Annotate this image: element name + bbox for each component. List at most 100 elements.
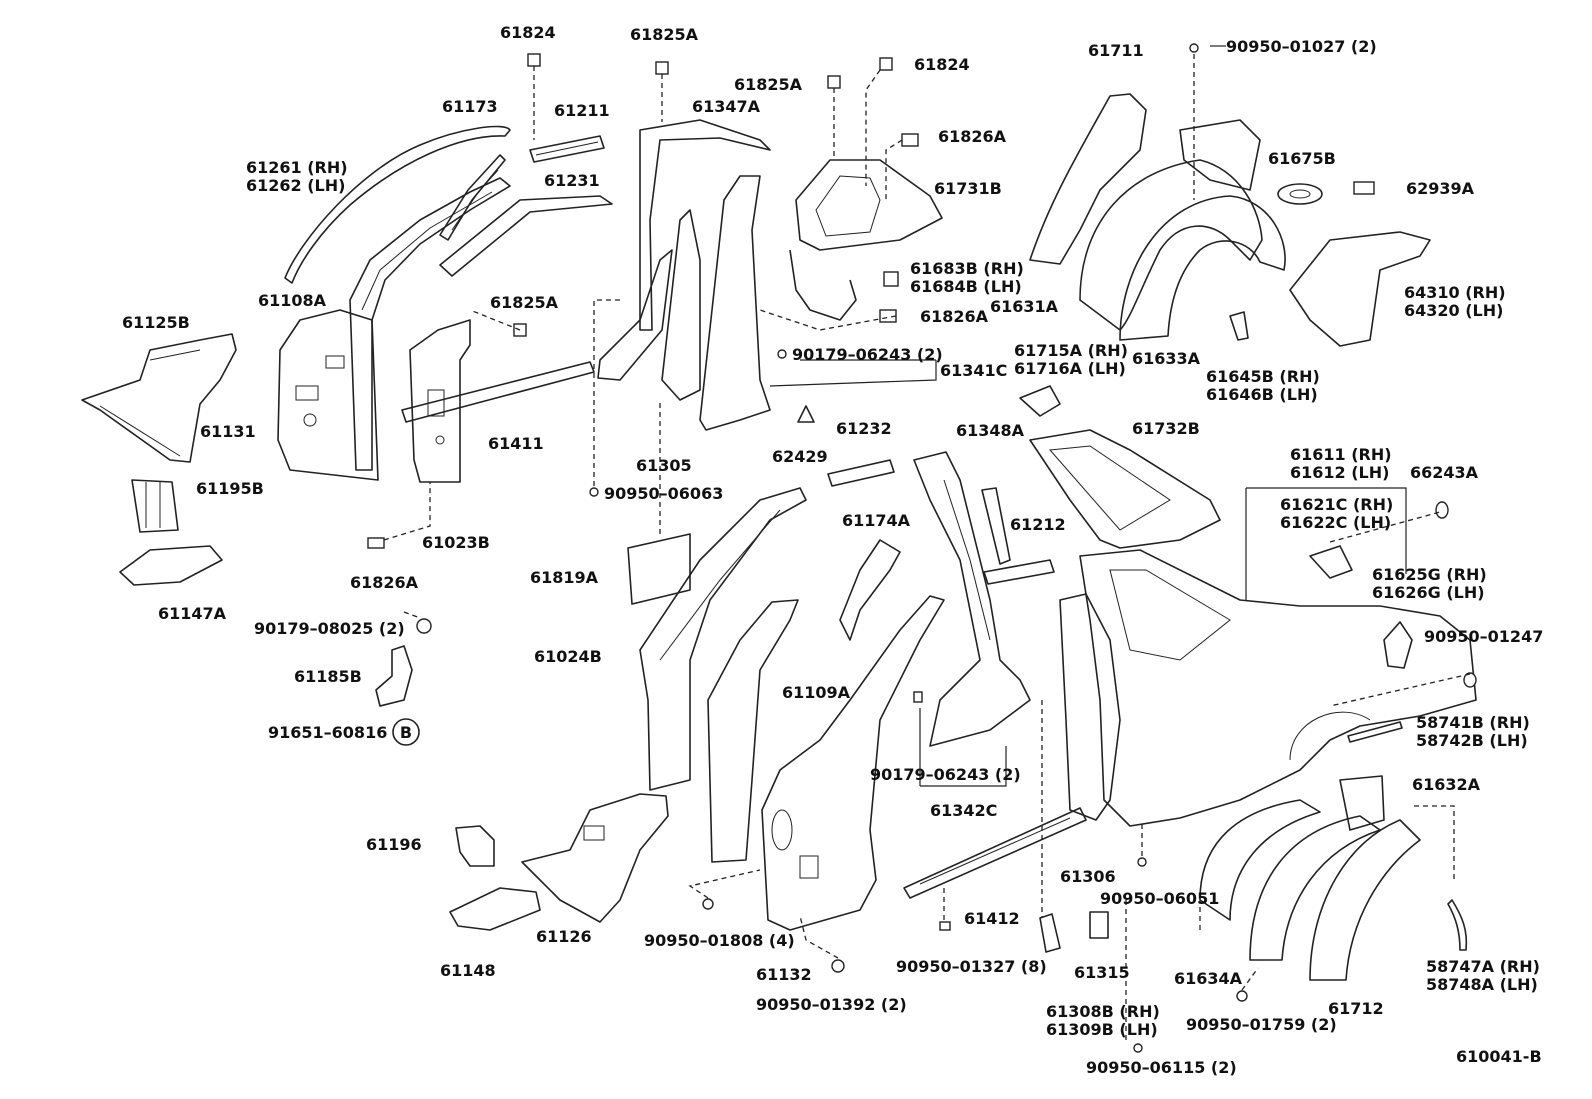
label-61622c-lh: 61622C (LH)	[1280, 513, 1391, 532]
label-61716a-lh: 61716A (LH)	[1014, 359, 1126, 378]
label-61309b-lh: 61309B (LH)	[1046, 1020, 1158, 1039]
label-61633a: 61633A	[1132, 349, 1201, 368]
diagram-id: 610041-B	[1456, 1047, 1542, 1066]
plug-61825a-middle-part	[827, 75, 841, 89]
label-90950-01808: 90950–01808 (4)	[644, 931, 795, 950]
label-61147a: 61147A	[158, 604, 227, 623]
label-61631a: 61631A	[990, 297, 1059, 316]
label-64310-rh: 64310 (RH)	[1404, 283, 1506, 302]
label-90950-06063: 90950–06063	[604, 484, 723, 503]
fastener-90179-06243-upper-part	[777, 349, 787, 359]
front-pillar-outer-part	[349, 177, 511, 471]
label-61411: 61411	[488, 434, 544, 453]
fastener-90950-01027-part	[1189, 43, 1199, 53]
label-58742b-lh: 58742B (LH)	[1416, 731, 1528, 750]
rear-wheel-house-outer-upper-part	[1029, 93, 1147, 265]
fastener-90950-06051-part	[1137, 857, 1147, 867]
label-61826a-middle: 61826A	[920, 307, 989, 326]
rear-wheel-house-liner-61634a-part	[1199, 799, 1321, 921]
label-61612-lh: 61612 (LH)	[1290, 463, 1389, 482]
label-61308b-rh: 61308B (RH)	[1046, 1002, 1160, 1021]
plug-61825a-upper-part	[655, 61, 669, 75]
label-61125b: 61125B	[122, 313, 190, 332]
clip-61683b-part	[883, 271, 899, 287]
wheel-arch-moulding-58747a-part	[1447, 899, 1468, 951]
label-61211: 61211	[554, 101, 610, 120]
label-90950-06051: 90950–06051	[1100, 889, 1219, 908]
rear-wheel-house-inner-part	[1119, 195, 1286, 341]
rocker-panel-outer-part	[401, 361, 595, 423]
label-62429: 62429	[772, 447, 828, 466]
cowl-side-bracket-part	[131, 479, 179, 533]
label-61711: 61711	[1088, 41, 1144, 60]
package-tray-trim-bracket-part	[1289, 231, 1431, 347]
label-64320-lh: 64320 (LH)	[1404, 301, 1503, 320]
quarter-extension-61625g-part	[1383, 621, 1413, 669]
front-pillar-inner-upper-part	[707, 599, 799, 863]
quarter-window-frame-part	[789, 159, 943, 321]
quarter-wheel-house-front-bracket-part	[1019, 385, 1061, 417]
label-61825a-top: 61825A	[630, 25, 699, 44]
label-61626g-lh: 61626G (LH)	[1372, 583, 1485, 602]
cowl-side-plate-lower-part	[449, 887, 541, 931]
label-61348a: 61348A	[956, 421, 1025, 440]
rear-side-member-plate-part	[1089, 911, 1109, 939]
center-pillar-reinforcement-part	[839, 539, 901, 641]
rear-wheel-house-outer-part	[1079, 159, 1263, 331]
label-61715a-rh: 61715A (RH)	[1014, 341, 1128, 360]
label-61675b: 61675B	[1268, 149, 1336, 168]
quarter-extension-61621c-part	[1309, 545, 1353, 579]
quarter-window-outer-frame-part	[1029, 429, 1221, 549]
front-apron-to-cowl-brace-lower-part	[521, 793, 669, 923]
leader-lines	[383, 45, 1471, 1040]
quarter-pillar-reinforcement-part	[981, 487, 1055, 585]
label-58741b-rh: 58741B (RH)	[1416, 713, 1530, 732]
fastener-90950-01392-part	[831, 959, 845, 973]
cowl-side-bracket-lower-part	[455, 825, 495, 867]
label-66243a: 66243A	[1410, 463, 1479, 482]
fastener-90950-01759-part	[1236, 990, 1248, 1002]
cowl-side-lower-plate-part	[119, 545, 223, 586]
roof-side-inner-rear-part	[913, 451, 1031, 747]
label-61646b-lh: 61646B (LH)	[1206, 385, 1318, 404]
plug-61824-left-part	[527, 53, 541, 67]
label-61306: 61306	[1060, 867, 1116, 886]
roof-side-rail-outer-part	[439, 195, 613, 277]
trim-plug-62429-part	[797, 405, 815, 423]
label-61684b-lh: 61684B (LH)	[910, 277, 1022, 296]
label-61621c-rh: 61621C (RH)	[1280, 495, 1393, 514]
nut-90179-08025-part	[416, 618, 432, 634]
roof-side-rail-inner-part	[439, 154, 506, 241]
label-61232: 61232	[836, 419, 892, 438]
fastener-90950-01808-part	[702, 898, 714, 910]
callout-letter-b: B	[400, 723, 412, 742]
label-90179-08025: 90179–08025 (2)	[254, 619, 405, 638]
label-90950-01392: 90950–01392 (2)	[756, 995, 907, 1014]
label-61824-right: 61824	[914, 55, 970, 74]
label-61108a: 61108A	[258, 291, 327, 310]
label-61824-left: 61824	[500, 23, 556, 42]
label-90950-01327: 90950–01327 (8)	[896, 957, 1047, 976]
plug-61826a-lower-part	[367, 537, 385, 549]
label-61732b: 61732B	[1132, 419, 1200, 438]
label-61611-rh: 61611 (RH)	[1290, 445, 1392, 464]
label-61712: 61712	[1328, 999, 1384, 1018]
fastener-90950-06115-part	[1133, 1043, 1143, 1053]
label-61412: 61412	[964, 909, 1020, 928]
label-61819a: 61819A	[530, 568, 599, 587]
rear-wheel-house-liner-61712-part	[1309, 819, 1421, 981]
label-61826a-upper: 61826A	[938, 127, 1007, 146]
plug-66243a-part	[1435, 501, 1449, 519]
center-body-pillar-inner-part	[761, 595, 945, 931]
label-91651-60816: 91651–60816	[268, 723, 387, 742]
label-61683b-rh: 61683B (RH)	[910, 259, 1024, 278]
quarter-outer-panel-part	[1079, 549, 1477, 827]
label-61023b: 61023B	[422, 533, 490, 552]
plug-61826a-upper-part	[901, 133, 919, 147]
hood-hinge-bracket-part	[375, 645, 413, 707]
quarter-pad-61819a-part	[627, 533, 691, 605]
label-61195b: 61195B	[196, 479, 264, 498]
label-90179-06243-upper: 90179–06243 (2)	[792, 345, 943, 364]
plug-61824-right-part	[879, 57, 893, 71]
